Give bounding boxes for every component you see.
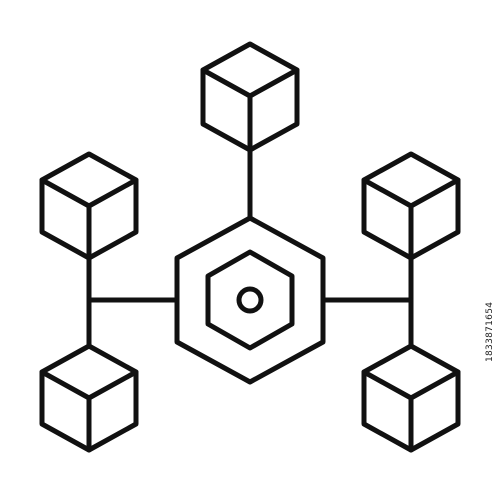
right-top-cube-icon: [361, 151, 461, 261]
left-bottom-cube-icon: [39, 343, 139, 453]
center-inner-hexagon-icon: [205, 249, 295, 351]
center-outer-hexagon-icon: [174, 215, 326, 385]
right-bottom-cube-icon: [361, 343, 461, 453]
left-top-cube-icon: [39, 151, 139, 261]
stock-id-watermark: 1833871654: [485, 301, 495, 362]
center-node-circle-icon: [236, 286, 264, 314]
top-cube-icon: [200, 41, 300, 153]
